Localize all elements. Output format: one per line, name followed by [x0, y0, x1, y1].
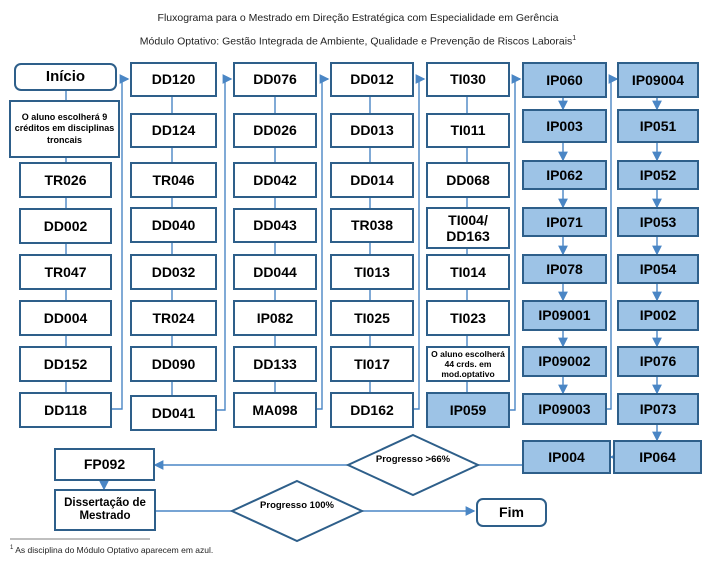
course-box: TI004/ DD163 [426, 207, 510, 249]
optional-course-box: IP09003 [522, 393, 607, 425]
course-box: DD012 [330, 62, 414, 97]
optional-course-box: IP004 [522, 440, 611, 474]
course-box: MA098 [233, 392, 317, 428]
decision-progress-66-label: Progresso >66% [375, 454, 451, 465]
optional-course-box: IP09004 [617, 62, 699, 98]
course-box: TR046 [130, 162, 217, 198]
decision-diamond-progress-100 [229, 479, 365, 543]
optional-course-box: IP059 [426, 392, 510, 428]
course-box: DD002 [19, 208, 112, 244]
footnote: 1 As disciplina do Módulo Optativo apare… [10, 545, 213, 555]
course-box: TI023 [426, 300, 510, 336]
course-box: TI025 [330, 300, 414, 336]
course-box: TI011 [426, 113, 510, 148]
optional-course-box: IP060 [522, 62, 607, 98]
course-box: DD014 [330, 162, 414, 198]
optional-course-box: IP076 [617, 346, 699, 377]
optional-course-box: IP053 [617, 207, 699, 237]
optional-course-box: IP078 [522, 254, 607, 284]
optional-course-box: IP052 [617, 160, 699, 190]
optional-course-box: IP054 [617, 254, 699, 284]
diagram-title: Fluxograma para o Mestrado em Direção Es… [157, 12, 559, 24]
footnote-text: As disciplina do Módulo Optativo aparece… [15, 545, 214, 555]
intro-note-box: O aluno escolherá 9 créditos em discipli… [9, 100, 120, 158]
course-box: DD090 [130, 346, 217, 382]
decision-progress-100-label: Progresso 100% [260, 500, 334, 511]
optional-course-box: IP051 [617, 109, 699, 143]
course-box: TR024 [130, 300, 217, 336]
fp092-box: FP092 [54, 448, 155, 481]
course-box: DD120 [130, 62, 217, 97]
optional-module-note: O aluno escolherá 44 crds. em mod.optati… [426, 346, 510, 382]
course-box: DD068 [426, 162, 510, 198]
course-box: TR038 [330, 208, 414, 243]
course-box: DD044 [233, 254, 317, 290]
optional-course-box: IP003 [522, 109, 607, 143]
thesis-box: Dissertação de Mestrado [54, 489, 156, 531]
course-box: DD040 [130, 207, 217, 243]
course-box: DD133 [233, 346, 317, 382]
course-box: DD043 [233, 208, 317, 243]
footnote-mark: 1 [10, 545, 14, 552]
course-box: DD124 [130, 113, 217, 148]
course-box: TI013 [330, 254, 414, 290]
start-node: Início [14, 63, 117, 91]
course-box: DD042 [233, 162, 317, 198]
optional-course-box: IP064 [613, 440, 702, 474]
optional-course-box: IP071 [522, 207, 607, 237]
course-box: DD076 [233, 62, 317, 97]
optional-course-box: IP062 [522, 160, 607, 190]
optional-course-box: IP09002 [522, 346, 607, 377]
decision-diamond-progress-66 [345, 433, 481, 497]
course-box: TI030 [426, 62, 510, 97]
diagram-subtitle: Módulo Optativo: Gestão Integrada de Amb… [0, 35, 716, 48]
optional-course-box: IP09001 [522, 300, 607, 331]
subtitle-text: Módulo Optativo: Gestão Integrada de Amb… [139, 35, 573, 48]
course-box: TI017 [330, 346, 414, 382]
end-node: Fim [476, 498, 547, 527]
course-box: DD041 [130, 395, 217, 431]
optional-course-box: IP073 [617, 393, 699, 425]
footnote-marker: 1 [572, 35, 577, 42]
course-box: TR026 [19, 162, 112, 198]
course-box: TR047 [19, 254, 112, 290]
course-box: TI014 [426, 254, 510, 290]
course-box: DD162 [330, 392, 414, 428]
course-box: DD032 [130, 254, 217, 290]
course-box: DD004 [19, 300, 112, 336]
course-box: DD152 [19, 346, 112, 382]
course-box: DD026 [233, 113, 317, 148]
course-box: DD013 [330, 113, 414, 148]
course-box: DD118 [19, 392, 112, 428]
course-box: IP082 [233, 300, 317, 336]
optional-course-box: IP002 [617, 300, 699, 331]
